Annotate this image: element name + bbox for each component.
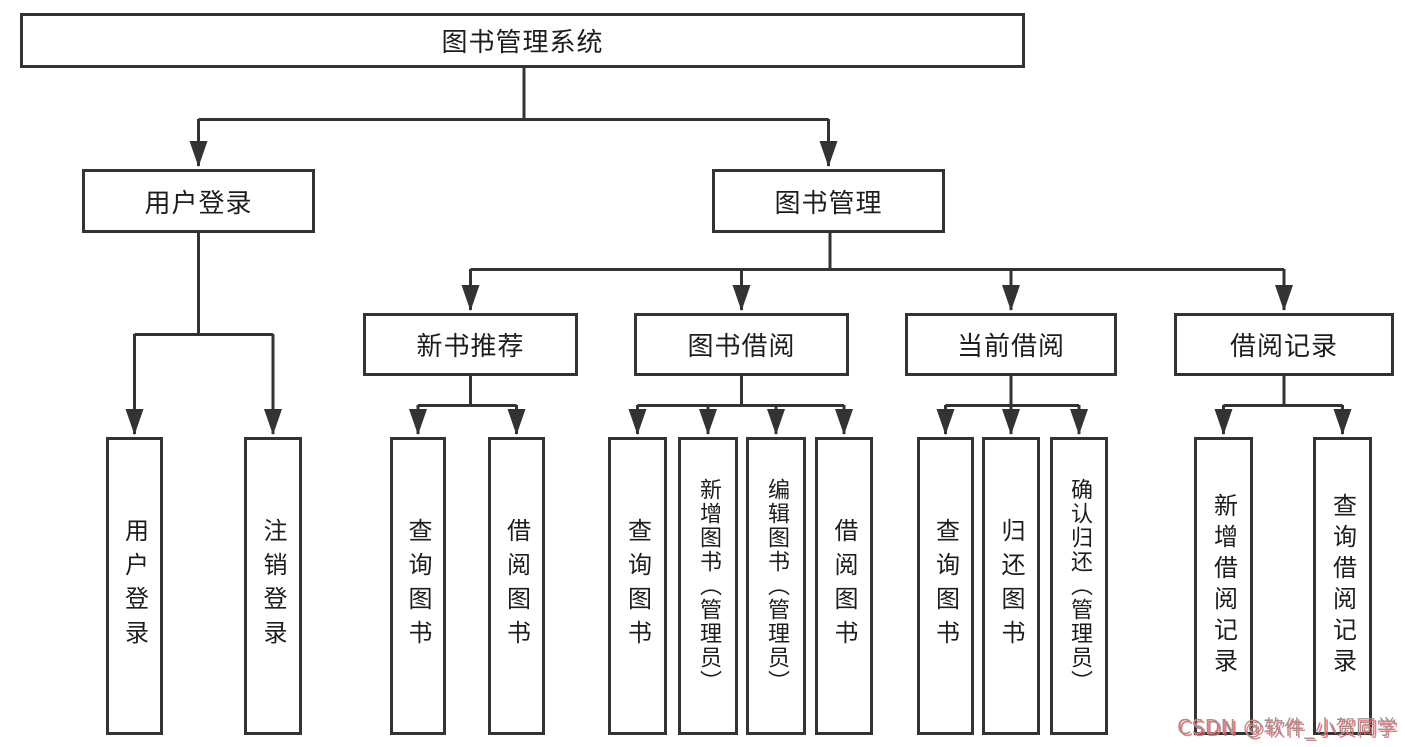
leaf-cb-confirm-return-admin-label: 确认归还（管理员） [1067,478,1092,694]
leaf-nbr-query-books-label: 查询图书 [404,518,432,654]
node-root: 图书管理系统 [20,13,1025,68]
node-current-borrowing: 当前借阅 [905,313,1117,376]
leaf-logout: 注销登录 [244,437,302,735]
leaf-nbr-query-books: 查询图书 [390,437,446,735]
node-book-management-label: 图书管理 [774,188,883,219]
node-current-borrowing-label: 当前借阅 [956,332,1065,362]
leaf-br-query-record-label: 查询借阅记录 [1328,493,1357,679]
node-borrowing-records: 借阅记录 [1174,313,1394,376]
leaf-nbr-borrow-books-label: 借阅图书 [502,518,531,654]
leaf-cb-return-books: 归还图书 [982,437,1040,735]
leaf-br-query-record: 查询借阅记录 [1313,437,1372,735]
node-user-login: 用户登录 [82,169,315,233]
leaf-br-add-record-label: 新增借阅记录 [1209,493,1238,679]
leaf-cb-query-books-label: 查询图书 [931,518,960,654]
leaf-bb-add-books-admin-label: 新增图书（管理员） [696,478,721,694]
leaf-cb-confirm-return-admin: 确认归还（管理员） [1050,437,1108,735]
leaf-user-login-label: 用户登录 [120,518,149,654]
leaf-br-add-record: 新增借阅记录 [1194,437,1253,735]
leaf-bb-edit-books-admin-label: 编辑图书（管理员） [764,478,789,694]
leaf-cb-return-books-label: 归还图书 [997,518,1025,654]
leaf-bb-add-books-admin: 新增图书（管理员） [678,437,738,735]
leaf-logout-label: 注销登录 [259,518,287,654]
node-book-borrowing-label: 图书借阅 [687,332,796,362]
node-user-login-label: 用户登录 [144,188,253,219]
node-book-management: 图书管理 [712,169,945,233]
node-new-book-recommend: 新书推荐 [363,313,578,376]
node-borrowing-records-label: 借阅记录 [1229,332,1338,362]
csdn-watermark: CSDN @软件_小贺同学 [1177,715,1397,739]
leaf-bb-borrow-books-label: 借阅图书 [830,518,858,654]
leaf-nbr-borrow-books: 借阅图书 [488,437,545,735]
leaf-bb-borrow-books: 借阅图书 [815,437,873,735]
leaf-bb-edit-books-admin: 编辑图书（管理员） [746,437,806,735]
leaf-cb-query-books: 查询图书 [917,437,974,735]
leaf-user-login: 用户登录 [106,437,163,735]
leaf-bb-query-books: 查询图书 [608,437,667,735]
node-book-borrowing: 图书借阅 [634,313,849,376]
leaf-bb-query-books-label: 查询图书 [623,518,652,654]
node-root-label: 图书管理系统 [441,28,604,58]
node-new-book-recommend-label: 新书推荐 [416,332,525,362]
